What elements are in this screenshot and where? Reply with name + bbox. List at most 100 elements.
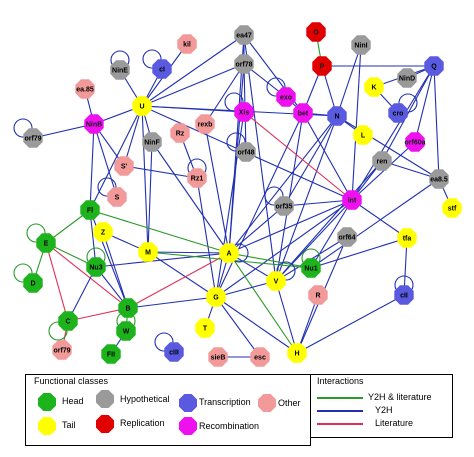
node-shape-Rz1 — [187, 168, 207, 188]
edge-Q-ren — [381, 65, 435, 162]
node-shape-orf64 — [337, 227, 357, 247]
node-label-L: L — [361, 133, 366, 140]
self-loop-Xis — [224, 92, 244, 112]
node-shape-T — [195, 318, 215, 338]
node-label-orf79b: orf79 — [53, 348, 70, 355]
edge-rexb-A — [204, 123, 230, 254]
edge-A-H — [228, 252, 298, 354]
node-label-NinD: NinD — [399, 76, 415, 83]
node-shape-orf79 — [23, 128, 43, 148]
node-shape-tfa — [397, 228, 417, 248]
node-label-orf60a: orf60a — [404, 140, 425, 147]
edge-U-ea47 — [141, 34, 245, 107]
edge-U-Sprime — [123, 105, 143, 167]
node-label-N: N — [334, 114, 339, 121]
node-label-orf48: orf48 — [237, 150, 254, 157]
edge-int-A — [228, 199, 353, 254]
node-shape-orf35 — [274, 196, 294, 216]
node-orf60a: orf60a — [404, 132, 426, 152]
node-N: N — [327, 106, 347, 126]
node-shape-C — [58, 311, 78, 331]
node-label-rexb: rexb — [198, 122, 213, 129]
node-label-ea47: ea47 — [236, 33, 252, 40]
node-label-A: A — [226, 251, 231, 258]
node-shape-Z — [93, 222, 113, 242]
edge-V-H — [275, 280, 298, 354]
literature-line — [317, 423, 363, 425]
node-label-NinE: NinE — [112, 68, 128, 75]
node-sieB: sieB — [208, 347, 228, 367]
node-shape-NinF — [142, 132, 162, 152]
interactions-legend: Interactions Y2H & literature Y2H Litera… — [310, 374, 453, 438]
node-shape-L — [353, 125, 373, 145]
node-M: M — [138, 242, 158, 262]
self-loop-orf48 — [226, 132, 246, 152]
node-exo: exo — [276, 87, 296, 107]
node-label-orf78: orf78 — [235, 62, 252, 69]
node-label-C: C — [65, 319, 70, 326]
node-label-Q: Q — [431, 64, 437, 71]
node-Q: Q — [424, 56, 444, 76]
node-label-sieB: sieB — [211, 355, 226, 362]
node-shape-NinB — [84, 114, 104, 134]
node-shape-P — [312, 56, 332, 76]
node-ea47: ea47 — [234, 25, 254, 45]
edge-orf79-NinB — [32, 123, 95, 139]
edge-Nu3-A — [95, 252, 230, 268]
edge-Xis-int — [243, 111, 353, 201]
node-shape-Nu1 — [301, 258, 321, 278]
node-shape-A — [219, 243, 239, 263]
node-FII: FII — [101, 344, 121, 364]
node-shape-S — [107, 187, 127, 207]
node-label-ea85: ea.85 — [76, 87, 94, 94]
edge-B-A — [127, 252, 230, 309]
node-label-Xis: Xis — [239, 110, 250, 117]
edge-NinF-M — [147, 141, 153, 253]
node-W: W — [116, 321, 136, 341]
node-label-cro: cro — [393, 111, 404, 118]
node-label-cII: cII — [400, 293, 408, 300]
node-label-Sprime: S' — [121, 164, 128, 171]
node-Fl: Fl — [80, 200, 100, 220]
y2h-line — [317, 410, 363, 412]
node-Xis: Xis — [234, 102, 254, 122]
node-shape-ren — [372, 151, 392, 171]
node-shape-K — [364, 77, 384, 97]
node-Rz1: Rz1 — [187, 168, 207, 188]
edge-E-C — [45, 242, 69, 322]
other-swatch — [258, 394, 276, 412]
transcription-swatch — [179, 394, 197, 412]
node-label-K: K — [371, 85, 376, 92]
node-shape-Xis — [234, 102, 254, 122]
node-label-tfa: tfa — [403, 236, 412, 243]
node-Nu1: Nu1 — [301, 258, 321, 278]
self-loop-orf35 — [264, 186, 284, 206]
classes-legend-title: Functional classes — [34, 376, 109, 386]
node-label-orf64: orf64 — [338, 235, 355, 242]
node-label-exo: exo — [280, 95, 292, 102]
hypothetical-legend-label: Hypothetical — [120, 394, 170, 404]
node-cII: cII — [394, 285, 414, 305]
node-Ninl: NinI — [351, 35, 371, 55]
node-ea85: ea.85 — [75, 79, 95, 99]
node-shape-cI — [152, 59, 172, 79]
node-label-R: R — [315, 293, 320, 300]
self-loop-exo — [266, 77, 286, 97]
edge-int-Nu1 — [310, 199, 353, 269]
self-loop-cIII — [154, 332, 174, 352]
node-shape-G — [206, 287, 226, 307]
node-shape-Rz — [170, 123, 190, 143]
self-loop-E — [26, 223, 46, 243]
node-label-kil: kil — [183, 42, 191, 49]
node-label-T: T — [203, 326, 208, 333]
node-shape-Nu3 — [86, 257, 106, 277]
node-shape-cII — [394, 285, 414, 305]
node-shape-int — [342, 190, 362, 210]
node-cro: cro — [388, 103, 408, 123]
edge-int-orf35 — [283, 199, 353, 207]
node-label-Z: Z — [101, 230, 106, 237]
node-ea85b: ea8.5 — [429, 169, 449, 189]
node-shape-V — [266, 271, 286, 291]
